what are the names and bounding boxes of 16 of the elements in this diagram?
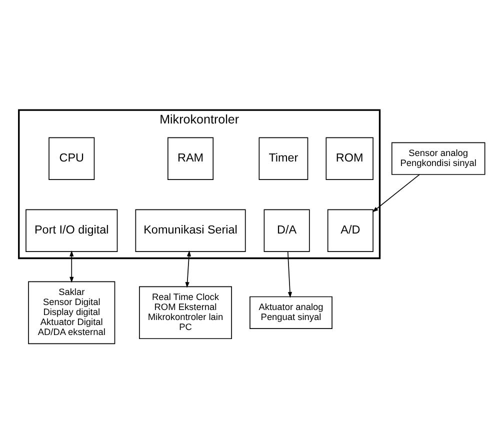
node-box: Komunikasi Serial [135,208,246,252]
arrow [70,250,74,282]
node-box: Real Time Clock ROM Eksternal Mikrokontroler lain PC [139,286,232,339]
arrow [287,250,292,298]
node-box: Sensor analog Pengkondisi sinyal [391,142,486,174]
node-box: D/A [264,208,310,252]
node-box: Saklar Sensor Digital Display digital Aktuator Digital AD/DA eksternal [28,280,116,344]
node-box: Aktuator analog Penguat sinyal [250,296,332,328]
node-box: RAM [168,136,214,180]
node-box: A/D [327,208,374,252]
node-box: Timer [258,136,308,180]
node-box: ROM [326,136,374,180]
arrow [185,250,191,288]
node-box: CPU [48,136,95,180]
node-box: Port I/O digital [26,208,118,252]
arrow [372,174,420,212]
